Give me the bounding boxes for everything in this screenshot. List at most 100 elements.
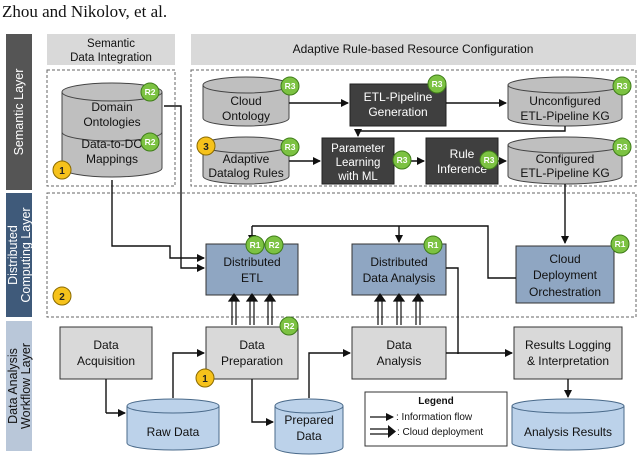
dist-analysis-to-results-line [446, 267, 459, 354]
etl-generation-box [349, 83, 447, 127]
analysis-results-label: Analysis Results [524, 425, 612, 439]
mappings-to-etl-arrow [111, 180, 205, 262]
legend-cloud-arrow [370, 425, 396, 438]
param-label-2: Learning [336, 157, 381, 169]
connectors [105, 99, 572, 426]
deploy-bus-line [252, 225, 516, 279]
rule-inf-label-1: Rule [450, 147, 475, 161]
svg-text:2: 2 [59, 292, 65, 303]
prepared-label-2: Data [296, 429, 322, 443]
badge-r3-unconfigured: R3 [612, 76, 632, 96]
data-preparation-box [205, 326, 299, 380]
etl-gen-label-2: Generation [368, 105, 427, 119]
svg-text:R3: R3 [617, 81, 628, 91]
data-analysis-box [351, 326, 447, 380]
configured-label-1: Configured [536, 152, 595, 166]
badge-r2-mappings: R2 [140, 132, 160, 152]
badge-1-preparation: 1 [195, 368, 215, 388]
prepared-to-analysis-arrow [308, 349, 351, 398]
analysis-results-cylinder [511, 398, 625, 451]
mappings-label-1: Data-to-DO [81, 137, 142, 151]
legend-info-label: : Information flow [396, 412, 473, 423]
param-label-3: with ML [337, 171, 378, 183]
svg-text:R1: R1 [615, 239, 626, 249]
mappings-label-2: Mappings [86, 152, 138, 166]
raw-to-prep-arrow [172, 349, 205, 398]
domain-label-1: Domain [91, 100, 132, 114]
svg-text:1: 1 [59, 166, 65, 177]
semantic-layer-bar [6, 34, 32, 190]
adaptive-dashed-group [190, 69, 637, 187]
badge-r1-cloud-deploy: R1 [610, 234, 630, 254]
dist-analysis-label-2: Data Analysis [363, 271, 436, 285]
svg-text:R3: R3 [285, 142, 296, 152]
integration-header-2: Data Integration [70, 52, 152, 64]
integration-to-etl-arrow [164, 105, 205, 272]
svg-text:R1: R1 [250, 240, 261, 250]
raw-data-cylinder [126, 398, 220, 451]
cloud-deployment-box [515, 245, 615, 304]
distributed-layer-label-2: Computing Layer [19, 207, 33, 302]
acq-label-2: Acquisition [77, 354, 135, 368]
svg-text:R3: R3 [285, 81, 296, 91]
prep-label-2: Preparation [221, 354, 283, 368]
dist-etl-label-1: Distributed [223, 255, 280, 269]
results-label-2: & Interpretation [527, 354, 609, 368]
etl-gen-label-1: ETL-Pipeline [364, 90, 433, 104]
unconfigured-label-1: Unconfigured [529, 94, 600, 108]
prep-label-1: Data [239, 338, 265, 352]
badge-r3-configured: R3 [612, 137, 632, 157]
acq-label-1: Data [93, 338, 119, 352]
rule-inf-label-2: Inference [437, 162, 487, 176]
svg-text:R3: R3 [617, 142, 628, 152]
badge-3-adaptive: 3 [196, 136, 216, 156]
configured-label-2: ETL-Pipeline KG [520, 166, 609, 180]
workflow-layer-label-2: Workflow Layer [19, 343, 33, 429]
badge-r3-param: R3 [392, 150, 412, 170]
data-acquisition-box [59, 326, 153, 380]
svg-text:R2: R2 [145, 87, 156, 97]
badge-r1-dist-analysis: R1 [423, 235, 443, 255]
domain-ontology-cylinder [61, 82, 163, 178]
legend-cloud-label: : Cloud deployment [397, 427, 483, 438]
results-logging-box [513, 326, 623, 380]
unconfigured-label-2: ETL-Pipeline KG [520, 109, 609, 123]
integration-header-bar [47, 34, 175, 65]
badge-2-distributed: 2 [52, 286, 72, 306]
svg-text:R2: R2 [145, 137, 156, 147]
badge-r2-dist-etl: R2 [264, 235, 284, 255]
cloud-deploy-label-3: Orchestration [529, 285, 601, 299]
integration-header-1: Semantic [87, 38, 135, 50]
badge-r2-preparation: R2 [279, 316, 299, 336]
workflow-layer-label-1: Data Analysis [6, 348, 20, 424]
domain-label-2: Ontologies [83, 115, 140, 129]
distributed-layer-bar [6, 193, 32, 317]
analysis-label-2: Analysis [377, 354, 422, 368]
badge-r2-domain: R2 [140, 82, 160, 102]
cloud-deploy-label-2: Deployment [533, 268, 598, 282]
adaptive-header: Adaptive Rule-based Resource Configurati… [293, 42, 534, 56]
badge-r1-dist-etl: R1 [245, 235, 265, 255]
datalog-rules-cylinder [202, 136, 290, 185]
configured-kg-cylinder [507, 136, 623, 185]
workflow-layer-bar [6, 321, 32, 451]
parameter-learning-box [321, 137, 395, 185]
svg-text:R2: R2 [284, 321, 295, 331]
svg-text:3: 3 [203, 142, 209, 153]
cloud-ontology-label-2: Ontology [222, 109, 270, 123]
badge-r3-datalog: R3 [280, 137, 300, 157]
datalog-label-2: Datalog Rules [208, 166, 283, 180]
param-label-1: Parameter [331, 143, 385, 155]
semantic-layer-label: Semantic Layer [12, 69, 26, 156]
badge-r3-rule: R3 [479, 150, 499, 170]
deployment-arrows [227, 292, 425, 325]
raw-data-label: Raw Data [147, 425, 200, 439]
cloud-ontology-label-1: Cloud [230, 94, 261, 108]
svg-text:R3: R3 [432, 79, 443, 89]
prep-to-prepared-arrow [251, 379, 274, 426]
distributed-layer-label-1: Distributed [6, 225, 20, 285]
svg-text:R2: R2 [269, 240, 280, 250]
unconfigured-to-param-arrow [354, 126, 566, 137]
